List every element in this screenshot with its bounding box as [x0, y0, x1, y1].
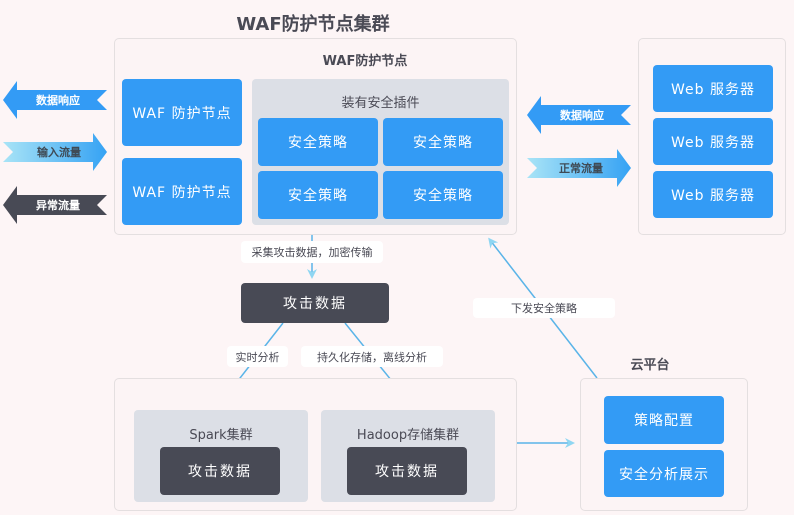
web-server-label: Web 服务器 — [671, 187, 755, 204]
security-policy-1[interactable]: 安全策略 — [258, 118, 378, 166]
web-server-3[interactable]: Web 服务器 — [653, 171, 773, 218]
security-analysis-display-button[interactable]: 安全分析展示 — [604, 450, 724, 497]
diagram-title: WAF防护节点集群 — [236, 14, 390, 35]
waf-node-1[interactable]: WAF 防护节点 — [122, 79, 242, 146]
security-policy-3[interactable]: 安全策略 — [258, 171, 378, 219]
left-arrow-icon — [527, 96, 631, 134]
security-policy-label: 安全策略 — [413, 135, 473, 151]
right-arrow-normal-traffic: 正常流量 — [527, 149, 631, 187]
waf-panel-title: WAF防护节点 — [322, 54, 408, 69]
arrow-label: 异常流量 — [36, 199, 80, 212]
right-arrow-icon — [3, 133, 107, 171]
hadoop-cluster-title: Hadoop存储集群 — [356, 428, 460, 443]
cloud-platform-title: 云平台 — [630, 358, 670, 373]
security-analysis-label: 安全分析展示 — [619, 466, 709, 483]
attack-data-label: 攻击数据 — [188, 464, 252, 480]
waf-node-2[interactable]: WAF 防护节点 — [122, 158, 242, 225]
web-server-label: Web 服务器 — [671, 81, 755, 98]
right-arrow-input-traffic: 输入流量 — [3, 133, 107, 171]
left-arrow-abnormal-traffic: 异常流量 — [3, 186, 107, 224]
web-server-2[interactable]: Web 服务器 — [653, 118, 773, 165]
realtime-analysis-label: 实时分析 — [227, 346, 288, 367]
arrow-label: 数据响应 — [36, 94, 80, 107]
attack-data-label: 攻击数据 — [375, 464, 439, 480]
left-arrow-icon — [3, 81, 107, 119]
left-arrow-data-response-right: 数据响应 — [527, 96, 631, 134]
security-policy-2[interactable]: 安全策略 — [383, 118, 503, 166]
offline-analysis-label: 持久化存储，离线分析 — [301, 346, 443, 367]
hadoop-attack-data[interactable]: 攻击数据 — [347, 447, 467, 495]
arrow-label: 正常流量 — [559, 162, 603, 175]
right-arrow-icon — [527, 149, 631, 187]
arrow-label: 输入流量 — [37, 146, 81, 159]
web-server-label: Web 服务器 — [671, 134, 755, 151]
waf-node-label: WAF 防护节点 — [132, 184, 232, 201]
attack-data-label: 攻击数据 — [283, 296, 347, 312]
security-policy-label: 安全策略 — [413, 188, 473, 204]
left-arrow-data-response: 数据响应 — [3, 81, 107, 119]
arrow-label: 数据响应 — [560, 109, 604, 122]
security-policy-label: 安全策略 — [288, 135, 348, 151]
left-arrow-icon — [3, 186, 107, 224]
policy-config-button[interactable]: 策略配置 — [604, 396, 724, 444]
dispatch-policy-label: 下发安全策略 — [473, 298, 615, 318]
policy-config-label: 策略配置 — [634, 413, 694, 429]
attack-data-node[interactable]: 攻击数据 — [241, 283, 389, 323]
spark-cluster-title: Spark集群 — [189, 428, 253, 443]
security-policy-4[interactable]: 安全策略 — [383, 171, 503, 219]
plugin-group-title: 装有安全插件 — [341, 96, 420, 111]
web-server-1[interactable]: Web 服务器 — [653, 65, 773, 112]
waf-node-label: WAF 防护节点 — [132, 105, 232, 122]
security-policy-label: 安全策略 — [288, 188, 348, 204]
spark-attack-data[interactable]: 攻击数据 — [160, 447, 280, 495]
collect-label: 采集攻击数据，加密传输 — [241, 241, 383, 263]
